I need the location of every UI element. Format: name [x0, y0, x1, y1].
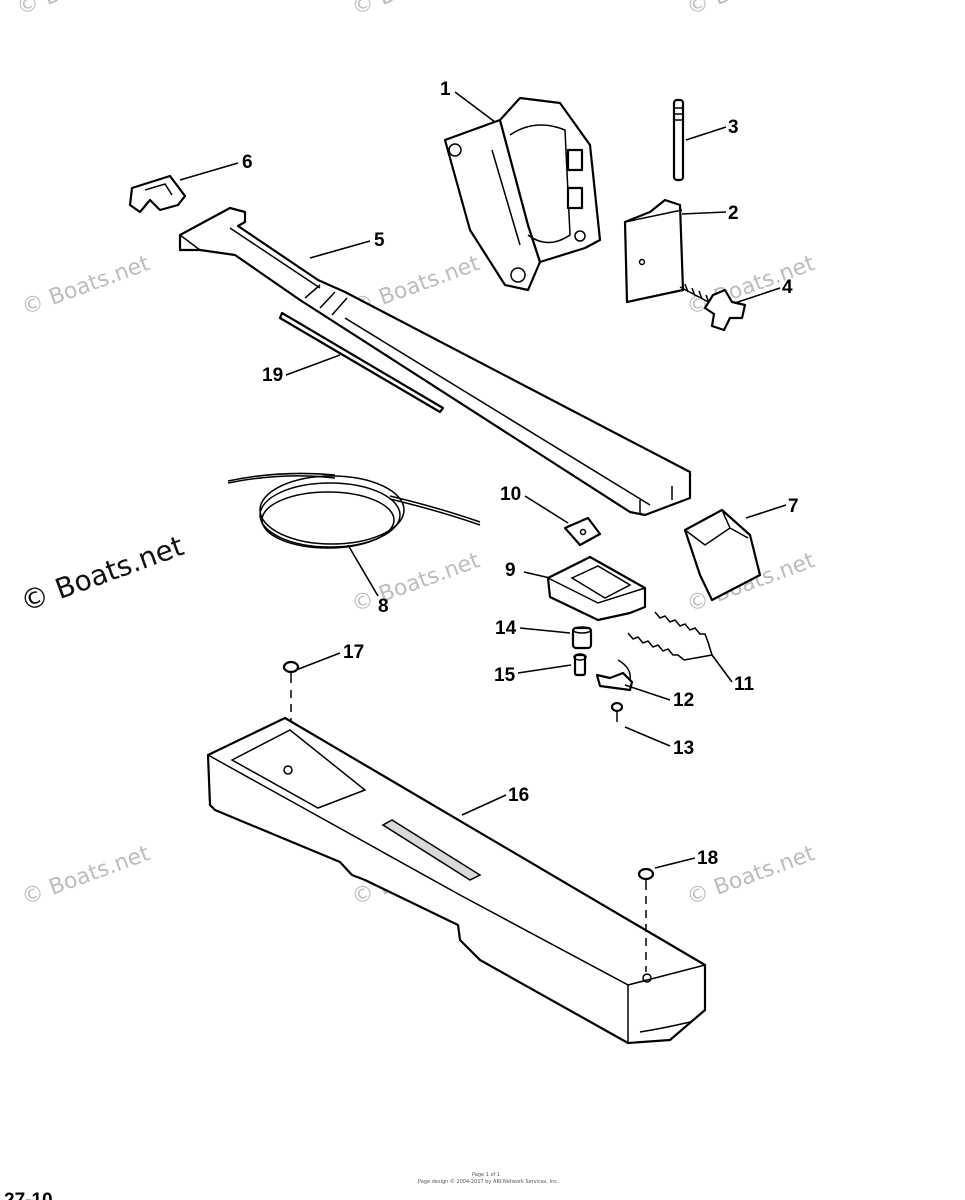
- part-3-pin: [672, 98, 685, 182]
- watermark: © Boats.net: [19, 841, 154, 911]
- label-8: 8: [378, 596, 389, 617]
- label-11: 11: [734, 674, 755, 695]
- leader-lines: [179, 91, 787, 869]
- label-19: 19: [262, 365, 283, 386]
- watermark: © Boats.net: [349, 0, 484, 21]
- label-18: 18: [697, 848, 718, 869]
- corner-text: 27-10: [4, 1190, 53, 1200]
- label-15: 15: [494, 665, 516, 686]
- part-2-block: [623, 198, 685, 304]
- label-7: 7: [788, 496, 799, 517]
- label-16: 16: [508, 785, 529, 806]
- part-19-rod: [278, 311, 445, 414]
- part-7-endcap: [683, 508, 762, 602]
- part-9-housing: [546, 555, 647, 622]
- label-3: 3: [728, 117, 739, 138]
- label-12: 12: [673, 690, 694, 711]
- part-8-cable: [227, 472, 481, 549]
- part-13-screw: [610, 701, 624, 722]
- part-1-bracket: [443, 96, 602, 292]
- label-9: 9: [505, 560, 516, 581]
- footer: Page 1 of 1 Page design © 2004-2017 by A…: [4, 1172, 559, 1200]
- watermark-primary: © Boats.net: [16, 529, 188, 618]
- watermark: © Boats.net: [19, 251, 154, 321]
- watermark: © Boats.net: [684, 251, 819, 321]
- part-14-bushing: [571, 626, 593, 650]
- footer-copyright: Page design © 2004-2017 by ARI Network S…: [418, 1178, 559, 1185]
- part-15-screw: [573, 653, 587, 677]
- label-1: 1: [440, 79, 451, 100]
- watermark: © Boats.net: [684, 0, 819, 21]
- part-10-plate: [563, 516, 602, 547]
- part-6-clip: [128, 174, 187, 214]
- part-16-tray: [206, 716, 707, 1045]
- label-13: 13: [673, 738, 694, 759]
- part-5-arm: [178, 206, 692, 517]
- label-17: 17: [343, 642, 364, 663]
- label-6: 6: [242, 152, 253, 173]
- label-2: 2: [728, 203, 739, 224]
- label-4: 4: [782, 277, 793, 298]
- footer-page: Page 1 of 1: [472, 1172, 500, 1178]
- part-12-clip: [595, 659, 634, 692]
- part-4-knob: [679, 283, 747, 332]
- label-10: 10: [500, 484, 521, 505]
- label-14: 14: [495, 618, 517, 639]
- part-11-springs: [627, 611, 733, 683]
- part-labels: 1 2 3 4 5 6 7 8 9 10 11 12 13 14 15 16 1…: [242, 79, 799, 869]
- part-17-screw: [282, 660, 300, 768]
- watermark: © Boats.net: [14, 0, 149, 21]
- part-18-screw: [637, 867, 655, 972]
- label-5: 5: [374, 230, 385, 251]
- watermark: © Boats.net: [349, 548, 484, 618]
